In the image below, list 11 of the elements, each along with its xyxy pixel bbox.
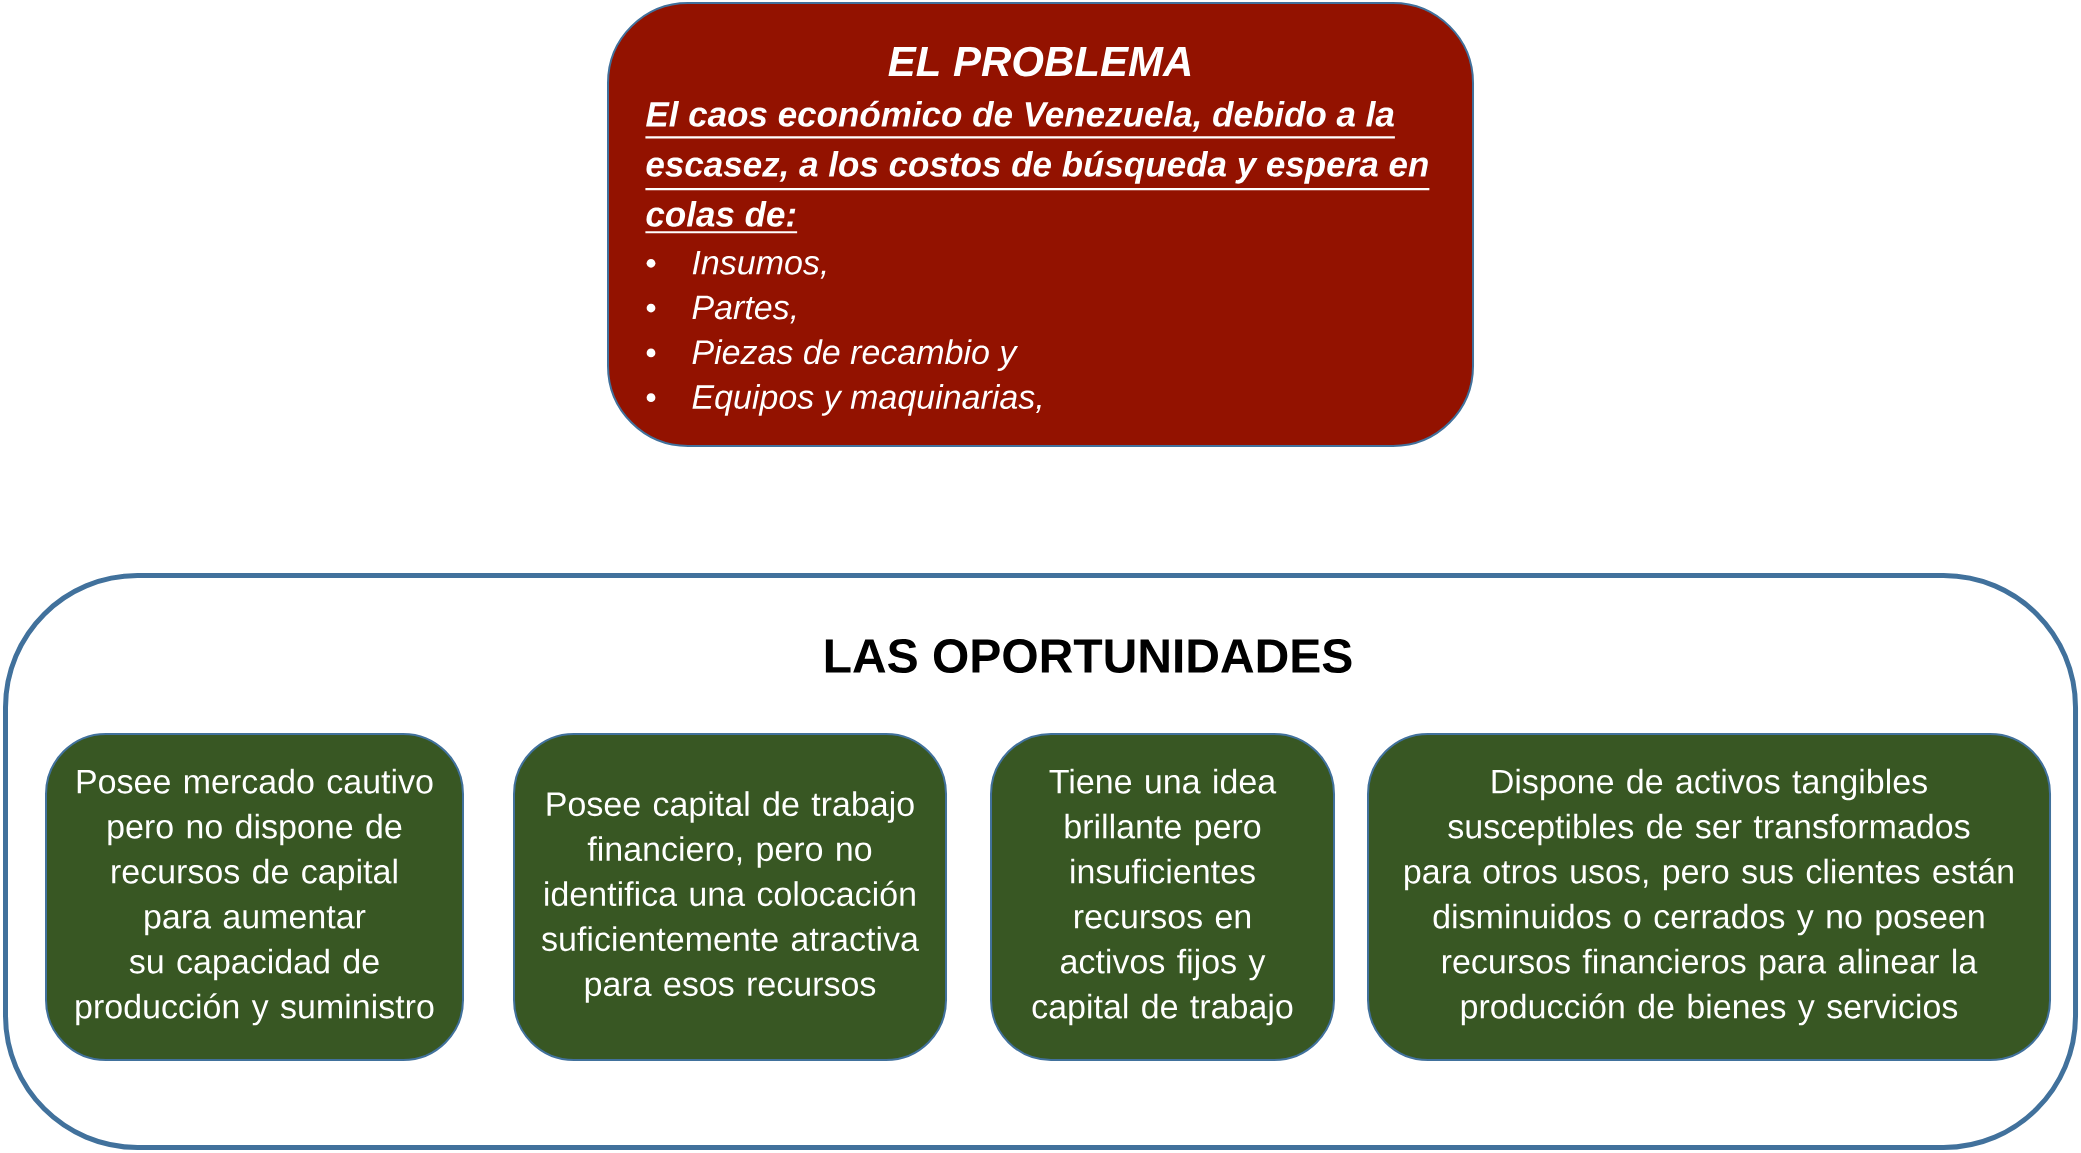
text-card: Posee mercado cautivo pero no dispone de recursos de capital para aumentar su capacidad de producción y suministro (45, 733, 464, 1061)
text-card: Tiene una idea brillante pero insuficientes recursos en activos fijos y capital de trabajo (990, 733, 1335, 1061)
list-item: Insumos, (692, 250, 826, 279)
text-card: Posee capital de trabajo financiero, pero no identifica una colocación suficientemente atractiva para esos recursos (513, 733, 947, 1061)
list-item: Piezas de recambio y (692, 339, 1019, 371)
panel-title: LAS OPORTUNIDADES (825, 639, 1352, 673)
problem-statement: El caos económico de Venezuela, debido a la escasez, a los costos de búsqueda y espera en colas de: (645, 100, 1430, 234)
list-item: Equipos y maquinarias, (692, 384, 1041, 416)
text-card: Dispone de activos tangibles susceptibles de ser transformados para otros usos, pero sus clientes están disminuidos o cerrados y no poseen recursos financieros para alinear la producción de bienes y servicios (1367, 733, 2051, 1061)
list-item: Partes, (692, 295, 796, 324)
box-title: EL PROBLEMA (888, 46, 1191, 77)
